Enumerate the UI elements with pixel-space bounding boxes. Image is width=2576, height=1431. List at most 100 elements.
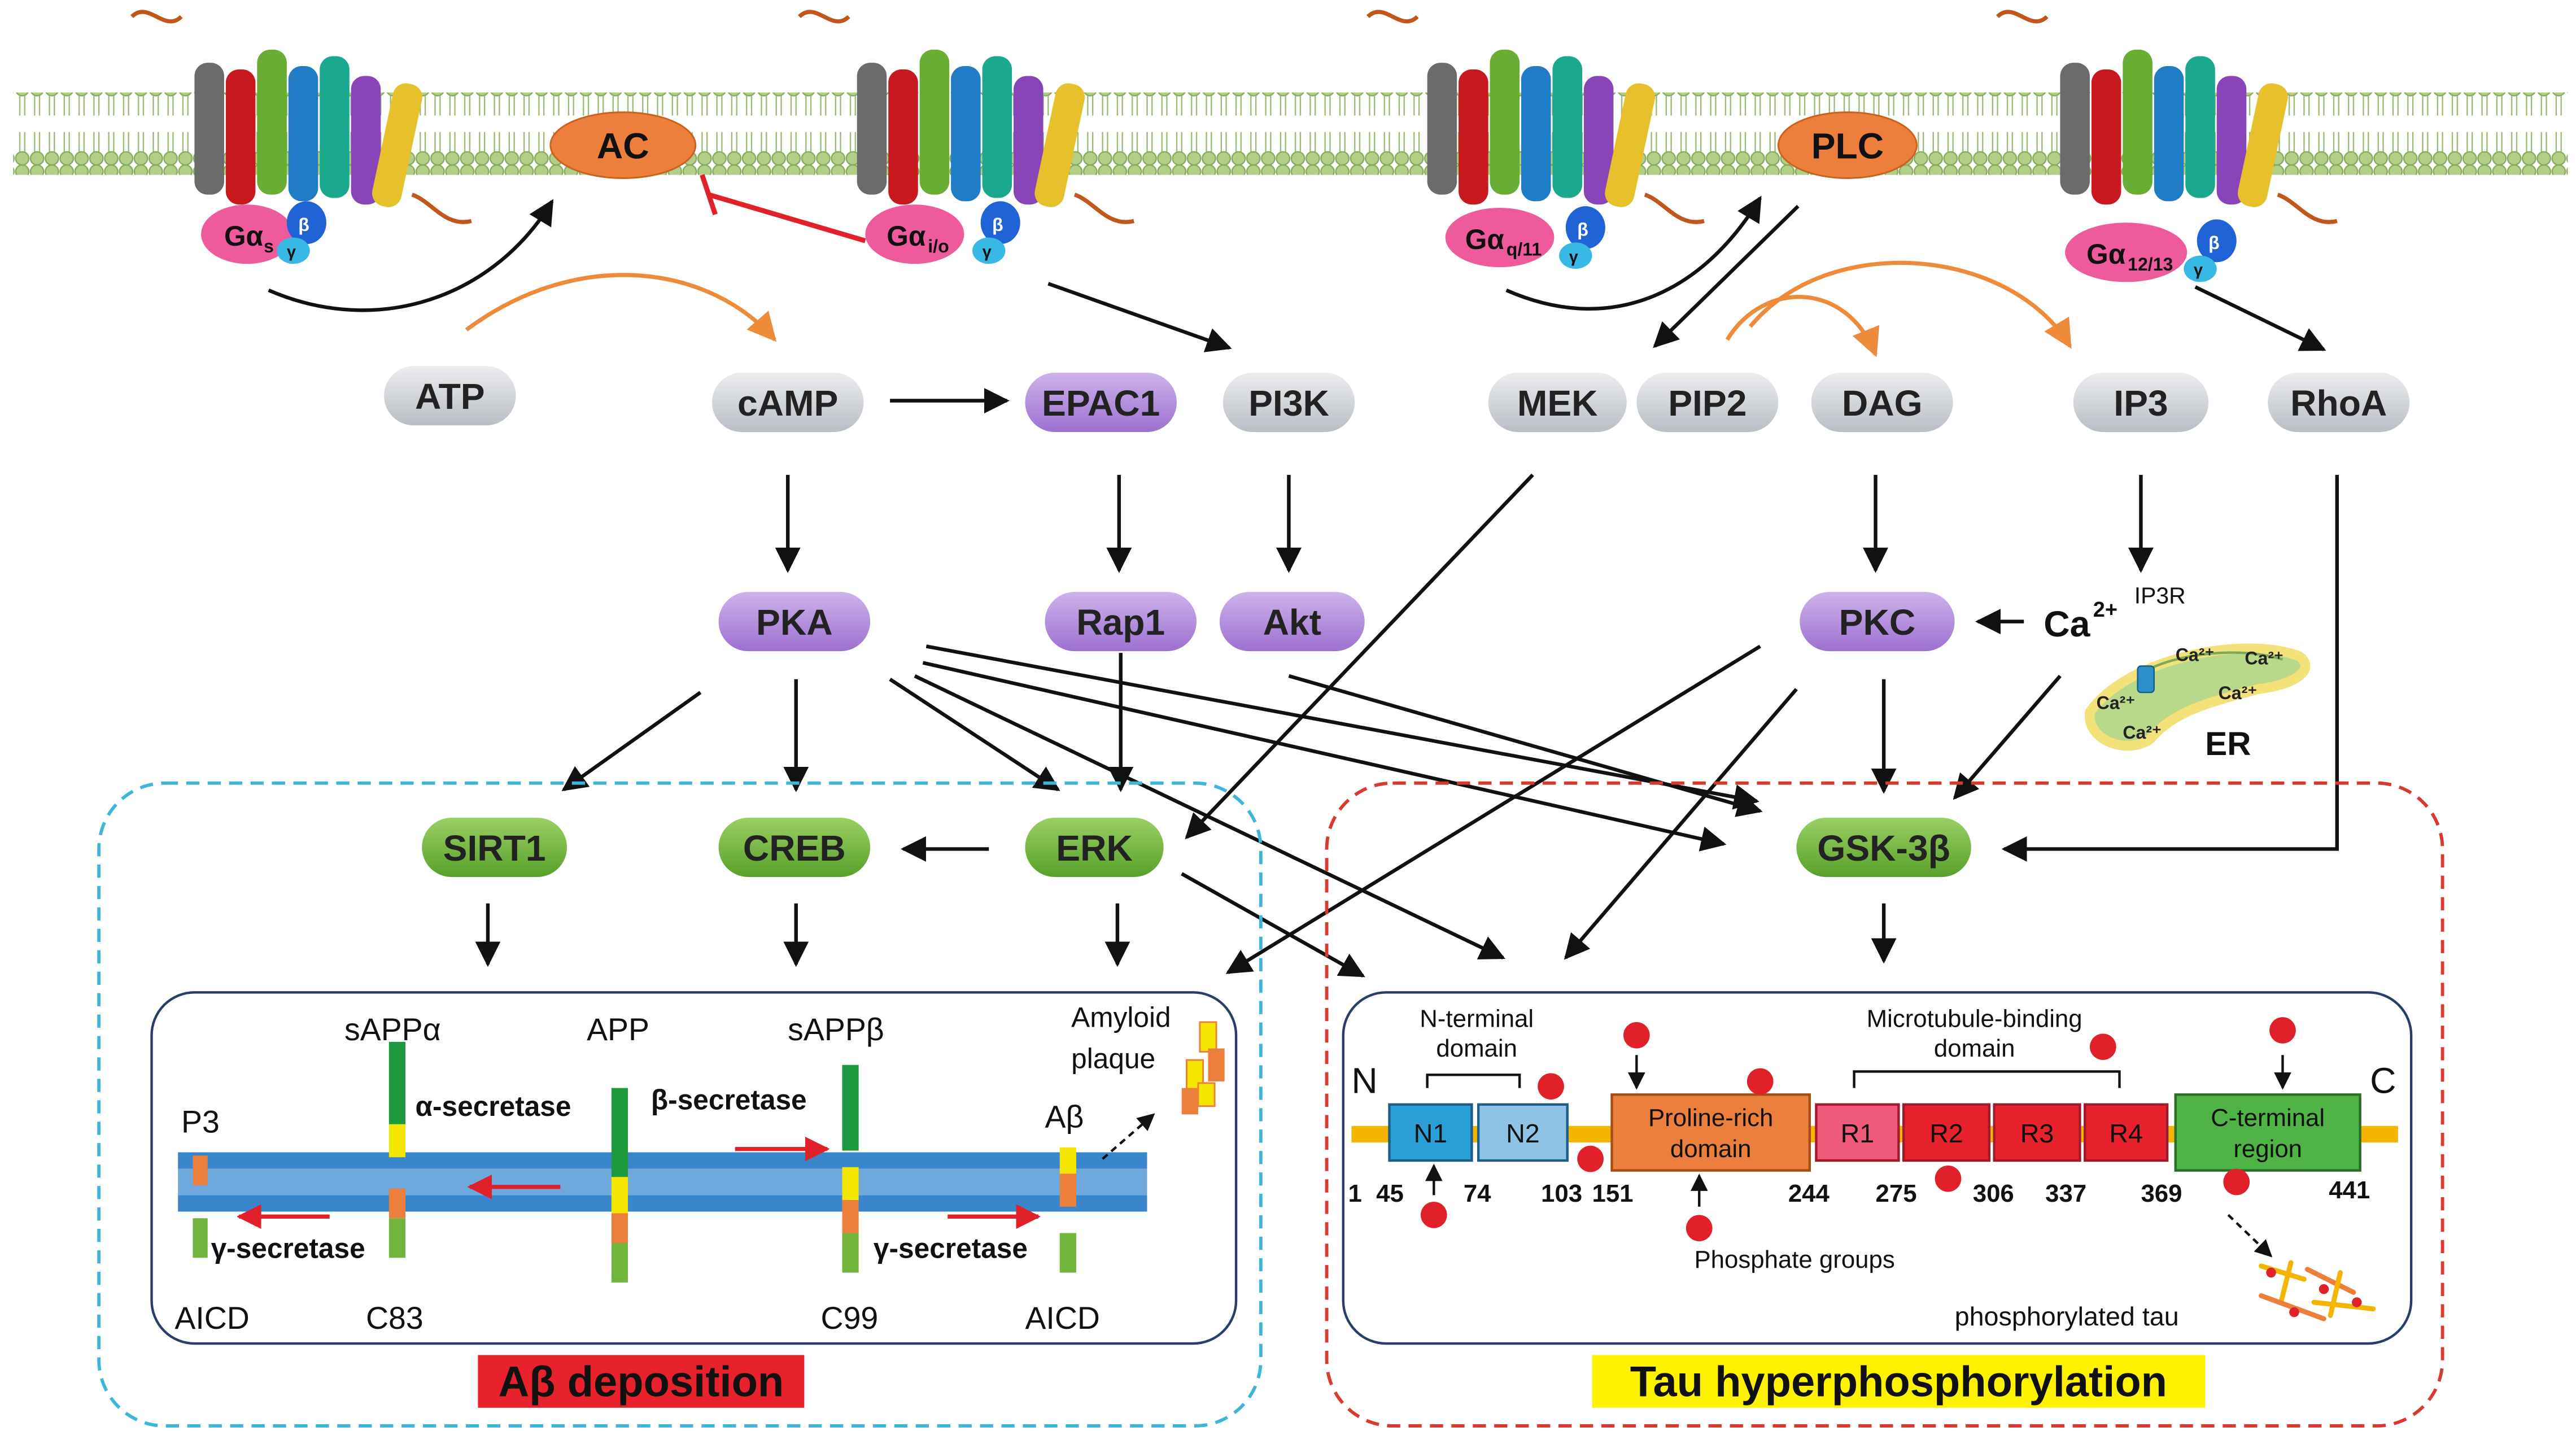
g-alpha-1213-label: Gα bbox=[2086, 238, 2125, 270]
g-beta-label: β bbox=[992, 215, 1003, 235]
abeta-labels: sAPPα APP sAPPβ Amyloid plaque Aβ P3 α-s… bbox=[174, 1002, 1171, 1336]
phosphate-groups-label: Phosphate groups bbox=[1694, 1246, 1894, 1273]
erk-label: ERK bbox=[1056, 828, 1133, 869]
aicd-right-label: AICD bbox=[1025, 1301, 1099, 1336]
g-gamma-label: γ bbox=[1569, 248, 1579, 266]
g-beta-label: β bbox=[1577, 220, 1588, 240]
amyloid-label: Amyloid bbox=[1071, 1002, 1171, 1033]
residue-position: 244 bbox=[1788, 1180, 1830, 1207]
r2-label: R2 bbox=[1929, 1119, 1963, 1148]
er-ion: Ca²⁺ bbox=[2097, 692, 2136, 713]
er-ion: Ca²⁺ bbox=[2123, 722, 2162, 743]
er-organelle: Ca²⁺ Ca²⁺ Ca²⁺ Ca²⁺ Ca²⁺ bbox=[2085, 643, 2311, 751]
sirt1-label: SIRT1 bbox=[443, 828, 546, 869]
receptor-g12: Gα 12/13 β γ bbox=[1996, 10, 2338, 282]
node-pka: PKA bbox=[718, 592, 871, 652]
receptor-gi: Gα i/o β γ bbox=[798, 10, 1134, 264]
ca-charge: 2+ bbox=[2093, 598, 2117, 622]
residue-position: 45 bbox=[1376, 1180, 1404, 1207]
p3-label: P3 bbox=[181, 1104, 220, 1139]
creb-label: CREB bbox=[743, 828, 846, 869]
ac-label: AC bbox=[597, 125, 649, 166]
receptor-gs: Gα s β γ bbox=[130, 10, 472, 264]
node-creb: CREB bbox=[718, 817, 871, 878]
abeta-dashed-region bbox=[97, 781, 1263, 1428]
gamma-secretase-left-label: γ-secretase bbox=[211, 1232, 365, 1264]
n1-label: N1 bbox=[1414, 1119, 1448, 1148]
cterm-label: C-terminal bbox=[2211, 1104, 2325, 1132]
node-atp: ATP bbox=[384, 366, 516, 426]
node-pip2: PIP2 bbox=[1636, 372, 1779, 432]
g-gamma-label: γ bbox=[983, 243, 992, 261]
calcium-release: Ca 2+ IP3R Ca²⁺ Ca²⁺ Ca²⁺ Ca²⁺ Ca²⁺ ER bbox=[2044, 583, 2311, 762]
alpha-secretase-label: α-secretase bbox=[416, 1090, 571, 1122]
node-camp: cAMP bbox=[711, 372, 864, 432]
r1-label: R1 bbox=[1841, 1119, 1875, 1148]
orange-conversion-arrows bbox=[465, 260, 2072, 357]
plaque-label: plaque bbox=[1071, 1043, 1155, 1075]
mtb-label: Microtubule-binding bbox=[1867, 1005, 2082, 1033]
n2-label: N2 bbox=[1506, 1119, 1540, 1148]
proline-label: Proline-rich bbox=[1648, 1104, 1773, 1132]
dag-label: DAG bbox=[1842, 383, 1923, 424]
g-alpha-s-label: Gα bbox=[224, 220, 263, 252]
er-ion: Ca²⁺ bbox=[2176, 645, 2215, 665]
pkc-label: PKC bbox=[1839, 602, 1916, 643]
pka-label: PKA bbox=[756, 602, 833, 643]
sappa-label: sAPPα bbox=[344, 1012, 441, 1047]
node-epac1: EPAC1 bbox=[1025, 372, 1177, 432]
tau-title: Tau hyperphosphorylation bbox=[1592, 1355, 2206, 1408]
g-alpha-1213-sub: 12/13 bbox=[2128, 254, 2173, 274]
pi3k-label: PI3K bbox=[1248, 383, 1329, 424]
ca-label: Ca bbox=[2044, 604, 2090, 644]
abeta-fragment-label: Aβ bbox=[1045, 1100, 1084, 1135]
pathway-arrows bbox=[268, 174, 2339, 978]
g-alpha-q11-label: Gα bbox=[1465, 224, 1504, 255]
r3-label: R3 bbox=[2020, 1119, 2054, 1148]
c83-label: C83 bbox=[366, 1301, 423, 1336]
abeta-title-text: Aβ deposition bbox=[499, 1358, 784, 1406]
camp-label: cAMP bbox=[737, 383, 838, 424]
g-beta-label: β bbox=[298, 215, 309, 235]
node-mek: MEK bbox=[1488, 372, 1627, 432]
c99-label: C99 bbox=[821, 1301, 879, 1336]
sappb-label: sAPPβ bbox=[788, 1012, 884, 1047]
proline-domain-label: domain bbox=[1670, 1135, 1752, 1163]
node-ip3: IP3 bbox=[2073, 372, 2209, 432]
g-gamma-label: γ bbox=[2194, 261, 2203, 280]
g-beta-label: β bbox=[2208, 233, 2220, 253]
ip3-label: IP3 bbox=[2114, 383, 2168, 424]
node-rap1: Rap1 bbox=[1045, 592, 1197, 652]
phosphate-groups bbox=[1420, 1017, 2296, 1242]
abeta-title: Aβ deposition bbox=[478, 1355, 805, 1408]
app-fragments bbox=[193, 1041, 1076, 1283]
amyloid-plaque bbox=[1102, 1021, 1225, 1160]
gamma-secretase-right-label: γ-secretase bbox=[874, 1232, 1028, 1264]
residue-position: 151 bbox=[1592, 1180, 1634, 1207]
g-alpha-q11-sub: q/11 bbox=[1507, 239, 1542, 260]
node-rhoa: RhoA bbox=[2268, 372, 2410, 432]
g-gamma-label: γ bbox=[287, 243, 296, 261]
node-ac: AC bbox=[549, 111, 697, 179]
tau-title-text: Tau hyperphosphorylation bbox=[1630, 1358, 2167, 1406]
tau-c-terminus: C bbox=[2370, 1060, 2396, 1101]
node-pi3k: PI3K bbox=[1222, 372, 1355, 432]
epac1-label: EPAC1 bbox=[1042, 383, 1160, 424]
g-alpha-s bbox=[201, 204, 294, 264]
ip3r-label: IP3R bbox=[2134, 583, 2186, 609]
residue-position: 337 bbox=[2045, 1180, 2086, 1207]
app-label: APP bbox=[587, 1012, 649, 1047]
er-ion: Ca²⁺ bbox=[2245, 648, 2284, 669]
residue-position: 103 bbox=[1541, 1180, 1582, 1207]
secretase-arrows bbox=[236, 1136, 1041, 1229]
tau-labels: N C N-terminal domain Microtubule-bindin… bbox=[1348, 1005, 2396, 1331]
g-alpha-q11 bbox=[1445, 208, 1555, 268]
tau-brackets bbox=[1426, 1070, 2121, 1088]
r4-label: R4 bbox=[2109, 1119, 2143, 1148]
aicd-left-label: AICD bbox=[174, 1301, 249, 1336]
g-alpha-io bbox=[865, 204, 964, 264]
beta-secretase-label: β-secretase bbox=[651, 1084, 807, 1116]
residue-position: 1 bbox=[1348, 1180, 1362, 1207]
node-sirt1: SIRT1 bbox=[422, 817, 567, 878]
er-ion: Ca²⁺ bbox=[2219, 683, 2258, 703]
